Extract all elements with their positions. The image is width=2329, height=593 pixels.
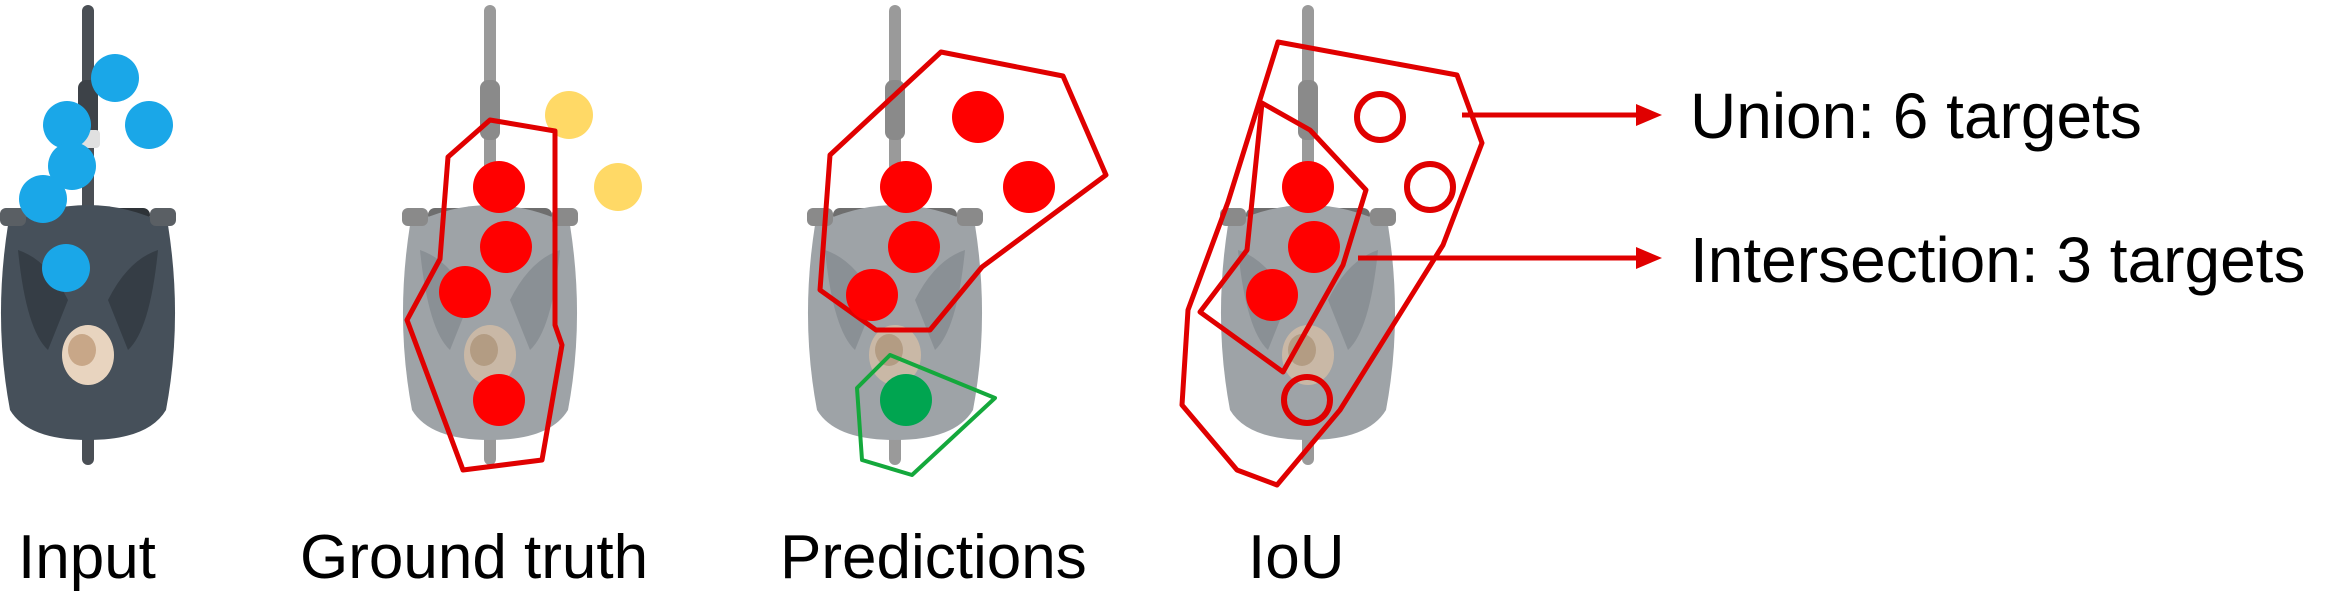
- union-region: [1179, 39, 1485, 488]
- union-only-point: [1354, 91, 1406, 143]
- intersection-point: [1288, 221, 1340, 273]
- panel-iou: [1179, 5, 1485, 488]
- intersection-annotation: Intersection: 3 targets: [1690, 224, 2305, 296]
- false-predicted-point: [880, 374, 932, 426]
- intersection-point: [1246, 269, 1298, 321]
- predicted-point: [888, 221, 940, 273]
- union-annotation: Union: 6 targets: [1690, 80, 2142, 152]
- panel-predictions: [807, 5, 1109, 477]
- caption-predictions: Predictions: [780, 523, 1087, 592]
- input-point: [48, 142, 96, 190]
- union-arrow: [1462, 104, 1662, 126]
- predicted-point: [880, 161, 932, 213]
- caption-ground-truth: Ground truth: [300, 523, 648, 592]
- target-point: [473, 374, 525, 426]
- input-point: [125, 101, 173, 149]
- intersection-point: [1282, 161, 1334, 213]
- cyclist-icon: [0, 5, 176, 465]
- caption-iou: IoU: [1248, 523, 1344, 592]
- ground-truth-region: [404, 117, 565, 473]
- prediction-region: [817, 49, 1109, 333]
- panel-ground-truth: [402, 5, 642, 473]
- target-point: [439, 266, 491, 318]
- target-point: [473, 161, 525, 213]
- predicted-point: [952, 91, 1004, 143]
- panel-input: [0, 5, 176, 465]
- caption-input: Input: [18, 523, 156, 592]
- input-point: [43, 101, 91, 149]
- union-only-point: [1404, 161, 1456, 213]
- union-only-point: [1281, 374, 1333, 426]
- false-prediction-region: [855, 353, 997, 477]
- intersection-region: [1197, 100, 1369, 375]
- input-point: [42, 244, 90, 292]
- input-point: [19, 175, 67, 223]
- input-point: [91, 54, 139, 102]
- ignored-point: [594, 163, 642, 211]
- ignored-point: [545, 91, 593, 139]
- predicted-point: [846, 269, 898, 321]
- intersection-arrow: [1358, 247, 1662, 269]
- predicted-point: [1003, 161, 1055, 213]
- target-point: [480, 221, 532, 273]
